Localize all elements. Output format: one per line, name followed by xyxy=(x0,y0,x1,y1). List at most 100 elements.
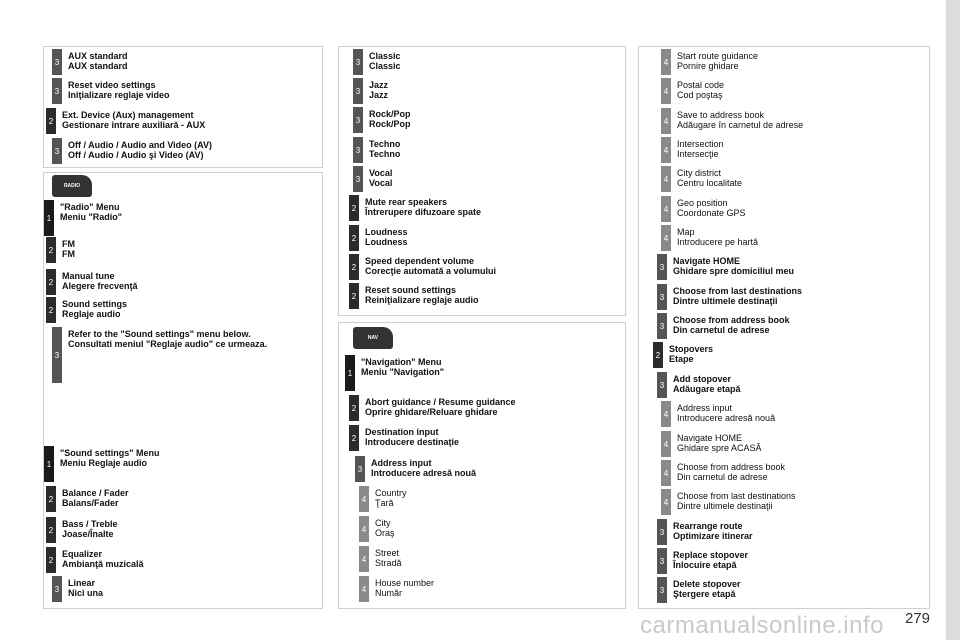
level-badge: 2 xyxy=(46,108,56,134)
level-badge: 4 xyxy=(661,196,671,222)
entry-text: Off / Audio / Audio and Video (AV)Off / … xyxy=(68,140,212,160)
level-badge: 3 xyxy=(353,166,363,192)
level-badge: 3 xyxy=(353,137,363,163)
watermark: carmanualsonline.info xyxy=(640,612,884,639)
level-badge: 3 xyxy=(657,313,667,339)
entry-text: Refer to the "Sound settings" menu below… xyxy=(68,329,268,349)
level-badge: 3 xyxy=(657,519,667,545)
level-badge: 4 xyxy=(661,489,671,515)
level-badge: 3 xyxy=(355,456,365,482)
level-badge: 4 xyxy=(661,78,671,104)
level-badge: 4 xyxy=(661,401,671,427)
level-badge: 4 xyxy=(661,431,671,457)
level-badge: 2 xyxy=(349,283,359,309)
level-badge: 3 xyxy=(52,78,62,104)
level-badge: 4 xyxy=(359,516,369,542)
level-badge: 1 xyxy=(44,200,54,236)
level-badge: 2 xyxy=(46,486,56,512)
level-badge: 3 xyxy=(657,548,667,574)
page-edge-tab xyxy=(946,0,960,640)
level-badge: 3 xyxy=(353,78,363,104)
level-badge: 2 xyxy=(46,517,56,543)
level-badge: 3 xyxy=(52,576,62,602)
level-badge: 3 xyxy=(52,138,62,164)
level-badge: 3 xyxy=(353,49,363,75)
level-badge: 2 xyxy=(349,395,359,421)
level-badge: 4 xyxy=(359,486,369,512)
level-badge: 4 xyxy=(359,576,369,602)
level-badge: 1 xyxy=(44,446,54,482)
nav-tab-icon: NAV xyxy=(353,327,393,349)
level-badge: 3 xyxy=(657,372,667,398)
level-badge: 3 xyxy=(657,254,667,280)
level-badge: 4 xyxy=(661,166,671,192)
level-badge: 2 xyxy=(349,425,359,451)
level-badge: 3 xyxy=(353,107,363,133)
radio-tab-icon: RADIO xyxy=(52,175,92,197)
level-badge: 2 xyxy=(46,547,56,573)
level-badge: 2 xyxy=(653,342,663,368)
level-badge: 2 xyxy=(349,254,359,280)
level-badge: 3 xyxy=(657,577,667,603)
level-badge: 2 xyxy=(349,225,359,251)
level-badge: 2 xyxy=(46,297,56,323)
level-badge: 4 xyxy=(661,108,671,134)
level-badge: 1 xyxy=(345,355,355,391)
level-badge: 4 xyxy=(661,49,671,75)
page-number: 279 xyxy=(904,610,930,627)
level-badge: 4 xyxy=(661,225,671,251)
level-badge: 4 xyxy=(661,137,671,163)
level-badge: 3 xyxy=(657,284,667,310)
